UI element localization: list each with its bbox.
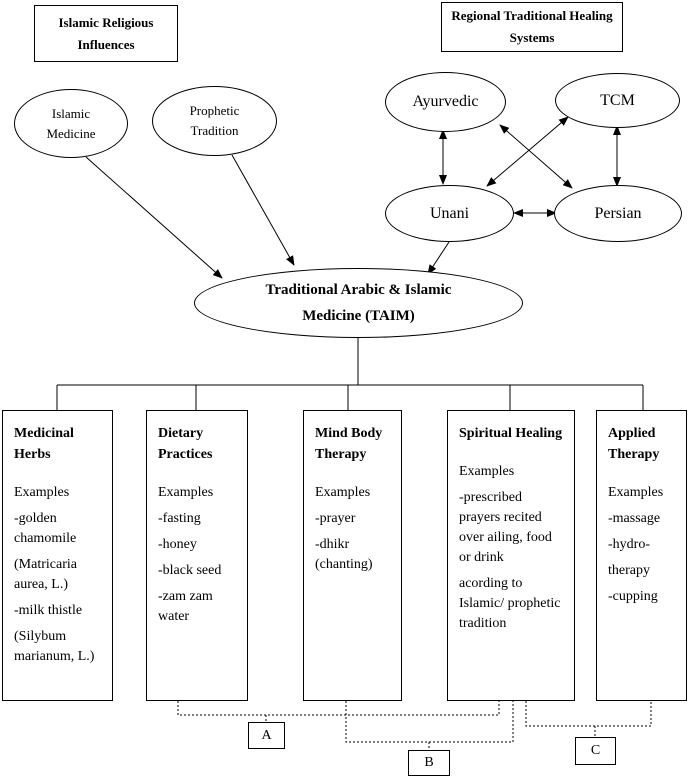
group-label-b: B bbox=[408, 750, 450, 776]
category-title: Applied Therapy bbox=[608, 426, 660, 462]
group-c-bracket bbox=[525, 701, 652, 727]
example-item: -cupping bbox=[608, 589, 658, 604]
group-label-a: A bbox=[248, 722, 285, 749]
example-item: -black seed bbox=[158, 563, 222, 578]
example-item: -golden chamomile bbox=[14, 511, 77, 546]
category-medicinal-herbs: Medicinal Herbs Examples -golden chamomi… bbox=[2, 410, 113, 701]
category-mind-body-therapy: Mind Body Therapy Examples -prayer -dhik… bbox=[303, 410, 402, 701]
node-unani: Unani bbox=[385, 185, 514, 242]
arrow-tcm-unani bbox=[486, 116, 569, 187]
examples-label: Examples bbox=[158, 485, 214, 500]
example-item: -zam zam water bbox=[158, 589, 213, 624]
category-dietary-practices: Dietary Practices Examples -fasting -hon… bbox=[146, 410, 248, 701]
category-title: Dietary Practices bbox=[158, 426, 213, 462]
example-item: (Matricaria aurea, L.) bbox=[14, 557, 77, 592]
examples-label: Examples bbox=[459, 464, 515, 479]
example-item: -dhikr (chanting) bbox=[315, 537, 373, 572]
category-applied-therapy: Applied Therapy Examples -massage -hydro… bbox=[596, 410, 687, 701]
node-islamic-medicine: Islamic Medicine bbox=[14, 89, 128, 158]
example-item: -hydro- bbox=[608, 537, 650, 552]
node-ayurvedic: Ayurvedic bbox=[385, 72, 506, 132]
arrow-prophetic-to-taim bbox=[231, 154, 295, 266]
examples-label: Examples bbox=[14, 485, 70, 500]
node-persian: Persian bbox=[554, 185, 682, 242]
regional-systems-header: Regional Traditional Healing Systems bbox=[441, 2, 623, 52]
node-tcm: TCM bbox=[555, 73, 680, 128]
group-a-bracket bbox=[177, 701, 500, 716]
example-item: (Silybum marianum, L.) bbox=[14, 629, 95, 664]
category-title: Spiritual Healing bbox=[459, 426, 563, 441]
group-label-c: C bbox=[575, 737, 616, 765]
example-item: -prayer bbox=[315, 511, 356, 526]
arrow-islamic-to-taim bbox=[85, 156, 223, 279]
arrow-unani-to-taim bbox=[427, 241, 450, 275]
group-b-bracket bbox=[345, 701, 514, 743]
example-item: -prescribed prayers recited over ailing,… bbox=[459, 490, 552, 565]
examples-label: Examples bbox=[315, 485, 371, 500]
node-prophetic-tradition: Prophetic Tradition bbox=[152, 86, 277, 156]
category-spiritual-healing: Spiritual Healing Examples -prescribed p… bbox=[447, 410, 575, 701]
category-title: Mind Body Therapy bbox=[315, 426, 383, 462]
example-item: -milk thistle bbox=[14, 603, 83, 618]
example-item: acording to Islamic/ prophetic tradition bbox=[459, 576, 561, 631]
node-taim: Traditional Arabic & Islamic Medicine (T… bbox=[194, 268, 523, 338]
religious-influences-header: Islamic Religious Influences bbox=[34, 5, 178, 62]
example-item: -fasting bbox=[158, 511, 201, 526]
examples-label: Examples bbox=[608, 485, 664, 500]
example-item: -massage bbox=[608, 511, 661, 526]
category-title: Medicinal Herbs bbox=[14, 426, 74, 462]
arrow-ayurvedic-persian bbox=[499, 124, 573, 189]
example-item: therapy bbox=[608, 563, 650, 578]
example-item: -honey bbox=[158, 537, 197, 552]
